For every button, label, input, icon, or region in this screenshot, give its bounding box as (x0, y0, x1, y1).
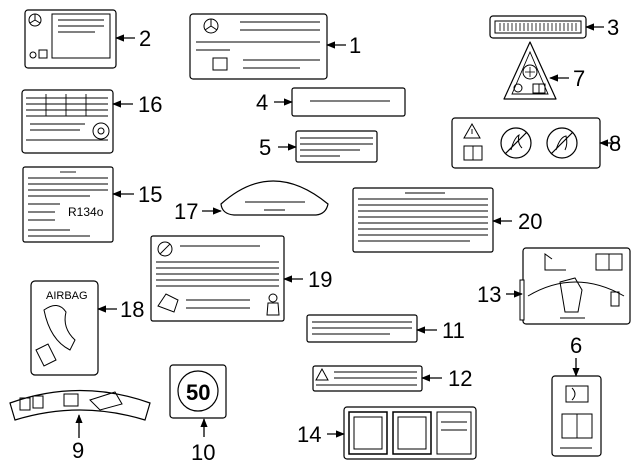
label-9 (9, 389, 151, 421)
no-hand-icon (546, 127, 578, 159)
callout-4: 4 (256, 90, 268, 115)
label-1 (189, 13, 328, 80)
callout-12: 12 (448, 366, 472, 391)
callout-20: 20 (518, 209, 542, 234)
callout-7: 7 (573, 66, 585, 91)
label-12 (312, 365, 423, 392)
label-15: R134o (22, 166, 114, 243)
manual-book-icon (561, 413, 593, 439)
warning-triangle-icon (463, 122, 481, 139)
callout-15: 15 (138, 182, 162, 207)
seat-icon (157, 293, 179, 313)
callout-17: 17 (174, 199, 198, 224)
child-seat-icon (266, 293, 280, 316)
label-8 (451, 117, 601, 169)
label-20 (352, 187, 494, 253)
manual-book-icon (532, 83, 546, 94)
callout-10: 10 (191, 440, 215, 465)
no-flame-icon (500, 127, 532, 159)
tire-icon (92, 122, 110, 140)
callout-18: 18 (120, 297, 144, 322)
label-6 (551, 375, 602, 457)
callout-14: 14 (297, 422, 321, 447)
mercedes-star-icon (203, 18, 219, 34)
airbag-text: AIRBAG (46, 290, 88, 302)
label-17 (220, 180, 329, 216)
callout-8: 8 (609, 131, 621, 156)
label-16 (21, 89, 114, 154)
refrigerant-text: R134o (68, 205, 104, 219)
callout-2: 2 (139, 26, 151, 51)
label-2 (24, 9, 117, 69)
manual-book-icon (595, 253, 623, 271)
callout-11: 11 (442, 318, 465, 343)
callout-5: 5 (259, 135, 271, 160)
label-7 (503, 41, 557, 100)
callout-3: 3 (607, 15, 619, 40)
callout-13: 13 (477, 282, 501, 307)
mercedes-star-icon (28, 13, 42, 27)
label-5 (295, 130, 378, 163)
airbag-icon (565, 385, 589, 403)
manual-book-icon (463, 145, 483, 161)
label-14 (343, 406, 477, 460)
callout-9: 9 (72, 438, 84, 463)
airbag-icon (35, 305, 76, 367)
callout-16: 16 (138, 92, 162, 117)
speed-limit-text: 50 (186, 380, 210, 405)
label-3 (489, 15, 587, 39)
callout-6: 6 (570, 333, 582, 358)
label-11 (306, 314, 418, 343)
callout-1: 1 (349, 33, 361, 58)
label-18: AIRBAG (30, 280, 99, 376)
label-4 (291, 87, 406, 117)
label-13 (519, 247, 631, 325)
callout-19: 19 (308, 267, 332, 292)
child-seat-icon (522, 64, 538, 80)
label-10: 50 (169, 364, 227, 419)
label-19 (150, 235, 285, 322)
